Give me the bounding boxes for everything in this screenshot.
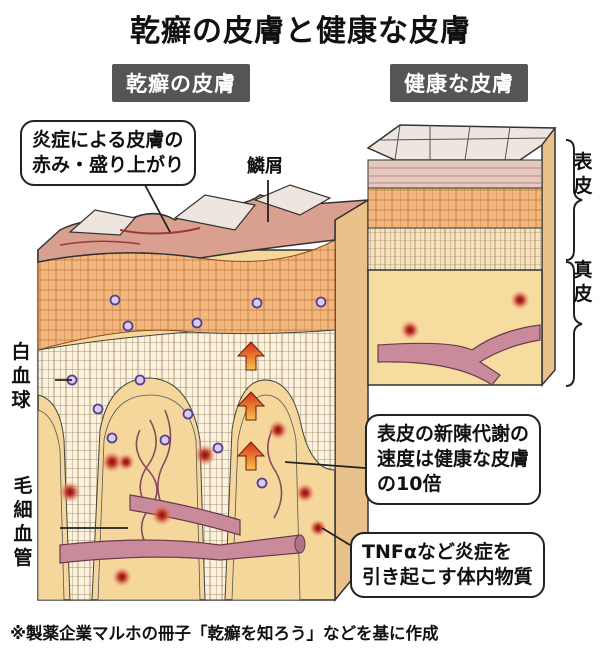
inflammation-callout-line2: 赤み・盛り上がり	[32, 153, 184, 178]
white-blood-cell-label: 白 血 球	[10, 340, 32, 412]
wbc-char-3: 球	[10, 388, 32, 412]
capillary-char-4: 管	[12, 546, 34, 570]
healthy-block	[368, 125, 582, 386]
turnover-callout: 表皮の新陳代謝の 速度は健康な皮膚 の10倍	[365, 414, 541, 505]
dermis-char-1: 真	[572, 258, 594, 282]
dermis-char-2: 皮	[572, 282, 594, 306]
epidermis-label: 表 皮	[572, 150, 594, 198]
wbc-char-1: 白	[10, 340, 32, 364]
turnover-callout-line2: 速度は健康な皮膚	[377, 447, 529, 472]
capillary-label: 毛 細 血 管	[12, 474, 34, 570]
epidermis-char-2: 皮	[572, 174, 594, 198]
source-footnote: ※製薬企業マルホの冊子「乾癬を知ろう」などを基に作成	[10, 620, 595, 644]
scales-label: 鱗屑	[247, 152, 283, 178]
wbc-char-2: 血	[10, 364, 32, 388]
inflammation-callout-line1: 炎症による皮膚の	[32, 128, 184, 153]
tnf-callout: TNFαなど炎症を 引き起こす体内物質	[350, 532, 545, 598]
psoriasis-block	[38, 185, 368, 600]
dermis-label: 真 皮	[572, 258, 594, 306]
tnf-callout-line2: 引き起こす体内物質	[362, 565, 533, 590]
turnover-callout-line3: の10倍	[377, 472, 529, 497]
tnf-callout-line1: TNFαなど炎症を	[362, 540, 533, 565]
inflammation-callout: 炎症による皮膚の 赤み・盛り上がり	[20, 120, 196, 186]
capillary-char-3: 血	[12, 522, 34, 546]
turnover-callout-line1: 表皮の新陳代謝の	[377, 422, 529, 447]
capillary-char-2: 細	[12, 498, 34, 522]
epidermis-char-1: 表	[572, 150, 594, 174]
capillary-char-1: 毛	[12, 474, 34, 498]
